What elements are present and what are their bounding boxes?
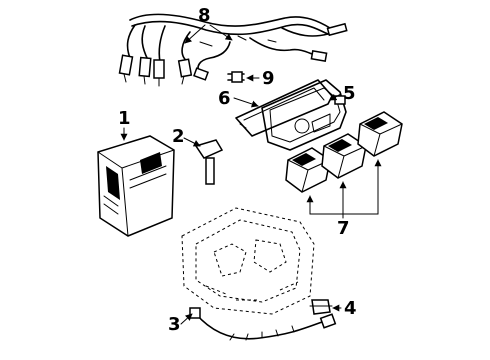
callout-1: 1 <box>118 108 131 141</box>
callout-3-label: 3 <box>168 314 181 335</box>
callout-5-label: 5 <box>343 83 356 104</box>
ignition-coil-1 <box>285 147 331 193</box>
sensor-part-9 <box>227 71 245 83</box>
callout-2-label: 2 <box>172 126 185 147</box>
callout-7-label: 7 <box>337 218 350 239</box>
callout-9-label: 9 <box>262 68 275 89</box>
control-module-part-1 <box>97 135 175 237</box>
callout-8: 8 <box>184 5 233 44</box>
callout-6: 6 <box>218 88 259 109</box>
callout-2: 2 <box>172 126 201 147</box>
knock-sensor-harness <box>189 307 337 341</box>
callout-8-label: 8 <box>198 5 211 26</box>
sensor-part-2 <box>194 139 224 185</box>
callout-5: 5 <box>329 83 356 104</box>
ignition-coil-2 <box>321 133 367 179</box>
ignition-coil-3 <box>357 111 403 157</box>
callout-7: 7 <box>306 159 382 239</box>
callout-9: 9 <box>246 68 275 89</box>
ignition-coil-set <box>285 111 403 193</box>
callout-3: 3 <box>168 313 193 335</box>
engine-block <box>181 207 315 315</box>
callout-6-label: 6 <box>218 88 231 109</box>
spark-plug-wire-harness <box>118 13 348 87</box>
callout-1-label: 1 <box>118 108 131 129</box>
callout-4-label: 4 <box>344 298 357 319</box>
knock-sensor-part-4 <box>309 299 333 315</box>
callout-4: 4 <box>332 298 357 319</box>
ignition-module-assembly <box>235 79 347 151</box>
